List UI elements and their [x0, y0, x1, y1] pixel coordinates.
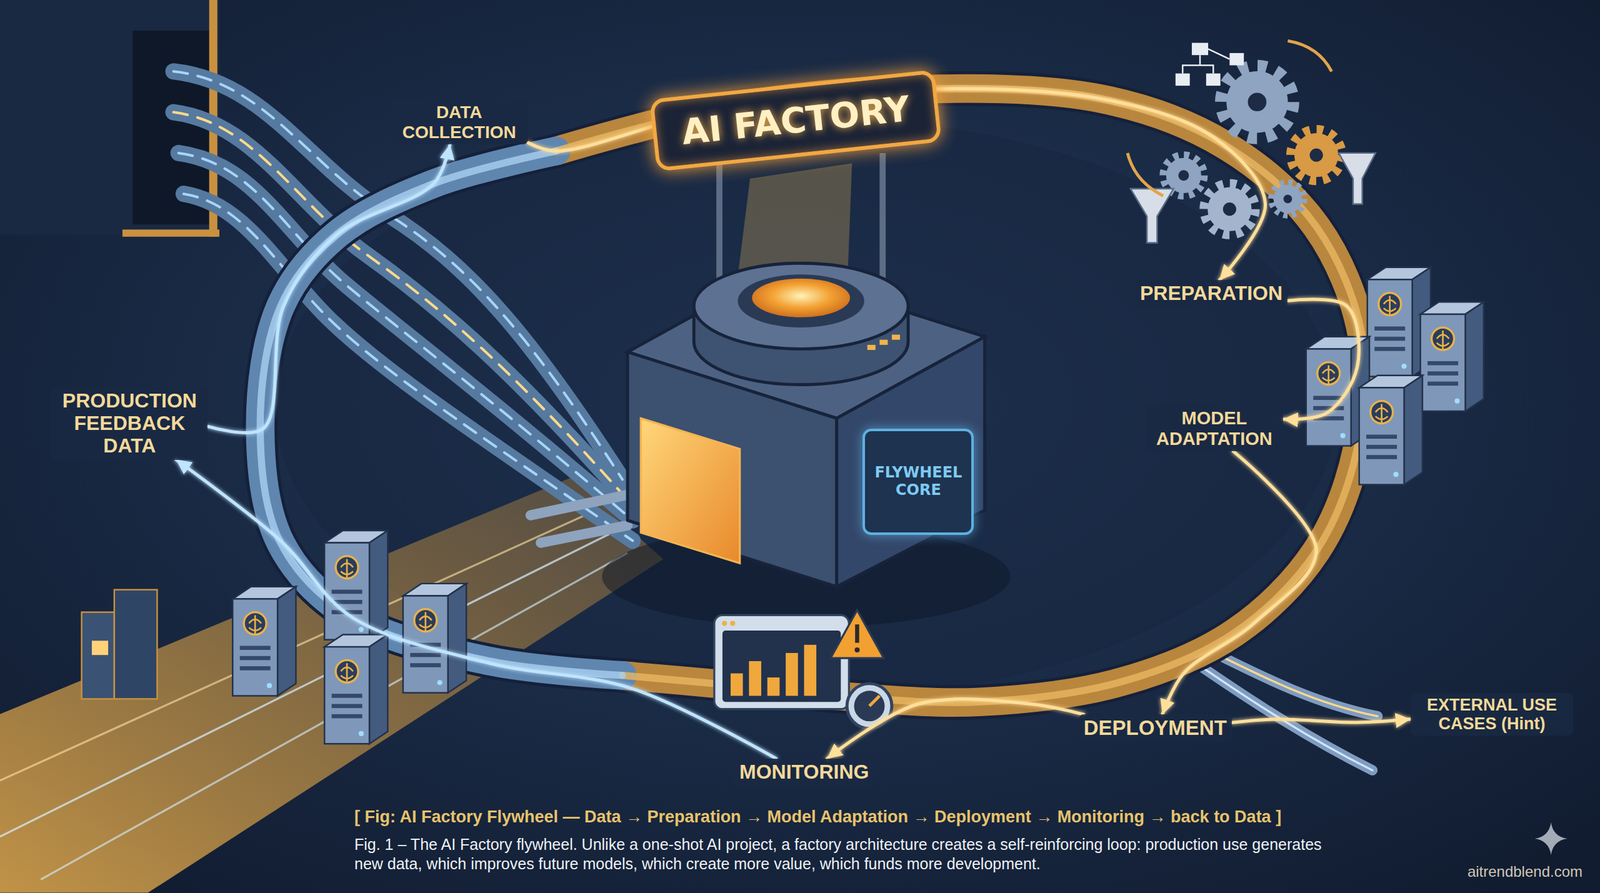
gauge-icon	[846, 683, 892, 729]
monitor-icon	[714, 615, 850, 709]
stage-label: EXTERNAL USE CASES (Hint)	[1410, 693, 1574, 736]
node-text: FLYWHEEL CORE	[871, 464, 965, 499]
node-text: DATA COLLECTION	[395, 102, 524, 142]
node-text: DEPLOYMENT	[1083, 716, 1227, 740]
status-light	[891, 335, 900, 340]
flow-connector	[826, 699, 1084, 759]
monitor-screen	[722, 630, 841, 702]
wall-edge	[122, 229, 220, 237]
gear-icon	[1271, 182, 1305, 216]
figure-caption: Fig. 1 – The AI Factory flywheel. Unlike…	[354, 835, 1330, 875]
flow-connector	[176, 460, 777, 759]
monitor-dot	[721, 620, 727, 626]
node-text: PRODUCTION FEEDBACK DATA	[56, 390, 203, 457]
ring-pipe-outline	[556, 88, 1366, 704]
warning-icon	[830, 610, 884, 659]
watermark: aitrendblend.com	[1467, 863, 1583, 881]
gear-icon	[1290, 129, 1342, 181]
status-light	[879, 340, 888, 345]
flowchart-lines	[1182, 48, 1230, 74]
gauge-needle	[869, 695, 880, 706]
core-glow	[751, 278, 850, 318]
flowchart-icon	[1229, 53, 1244, 66]
flowchart-icon	[1206, 73, 1221, 87]
warning-mark	[855, 624, 860, 643]
monitor-dot	[730, 620, 735, 626]
server-icon	[324, 530, 388, 640]
stage-label: PRODUCTION FEEDBACK DATA	[51, 387, 208, 460]
flow-connector	[207, 144, 450, 433]
core-door	[640, 418, 740, 564]
node-text: EXTERNAL USE CASES (Hint)	[1415, 695, 1569, 734]
flywheel-ring	[260, 88, 1366, 704]
flowchart-icon	[1191, 43, 1209, 56]
tower-icon	[114, 590, 158, 700]
flow-connector	[528, 88, 1266, 280]
ring-pipe	[556, 88, 1366, 704]
status-light	[867, 345, 876, 350]
chart-bar	[804, 645, 817, 697]
flow-connector	[1283, 299, 1359, 420]
flow-connector	[1231, 719, 1411, 724]
server-icon	[1420, 301, 1484, 412]
chart-bar	[767, 677, 780, 696]
flowchart-icon	[1175, 73, 1190, 87]
stage-label: DATA COLLECTION	[390, 100, 529, 145]
branch-flow	[1204, 648, 1379, 717]
node-text: MODEL ADAPTATION	[1150, 408, 1279, 449]
stage-label: DEPLOYMENT	[1078, 714, 1232, 743]
funnel-icon	[1338, 153, 1376, 205]
stage-label: MODEL ADAPTATION	[1145, 405, 1284, 452]
foreground-group	[232, 40, 1568, 855]
chart-bar	[748, 661, 762, 697]
chart-bar	[730, 673, 744, 697]
flow-arrow	[1287, 40, 1332, 72]
core-pipe	[540, 525, 628, 544]
factory-sign: AI FACTORY	[650, 69, 943, 172]
funnel-icon	[1130, 188, 1174, 244]
flow-arrow	[1127, 153, 1164, 197]
figure-title-line: [ Fig: AI Factory Flywheel — Data → Prep…	[354, 807, 1282, 827]
server-icon	[232, 586, 296, 697]
illustration-group	[0, 0, 1378, 893]
branch-pipe	[1204, 648, 1379, 717]
gear-icon	[1204, 183, 1256, 235]
branch-pipes	[1188, 648, 1378, 771]
core-pipe	[530, 495, 628, 516]
core-left-face	[627, 351, 837, 587]
node-text: MONITORING	[739, 761, 869, 784]
server-icon	[403, 583, 467, 694]
core-socket	[737, 274, 864, 328]
gauge-face	[854, 690, 885, 722]
core-cap	[693, 263, 909, 349]
data-flow	[173, 71, 623, 480]
warning-mark	[854, 647, 860, 653]
stage-label: PREPARATION	[1135, 280, 1288, 308]
connectors	[176, 88, 1411, 759]
chart-bar	[785, 653, 799, 697]
core-screen: FLYWHEEL CORE	[862, 428, 974, 535]
tower-icon	[81, 612, 115, 700]
server-icon	[1359, 375, 1423, 485]
stage-label: MONITORING	[734, 758, 874, 787]
sign-post	[879, 153, 886, 291]
gear-icon	[1221, 66, 1293, 138]
data-flow	[173, 112, 629, 500]
ring-pipe-highlight	[556, 88, 1366, 704]
server-icon	[324, 635, 388, 745]
node-text: AI FACTORY	[680, 88, 912, 153]
flow-connector	[1162, 451, 1317, 715]
star-logo	[1535, 822, 1568, 855]
tower-light	[91, 640, 109, 655]
node-text: PREPARATION	[1140, 282, 1283, 305]
